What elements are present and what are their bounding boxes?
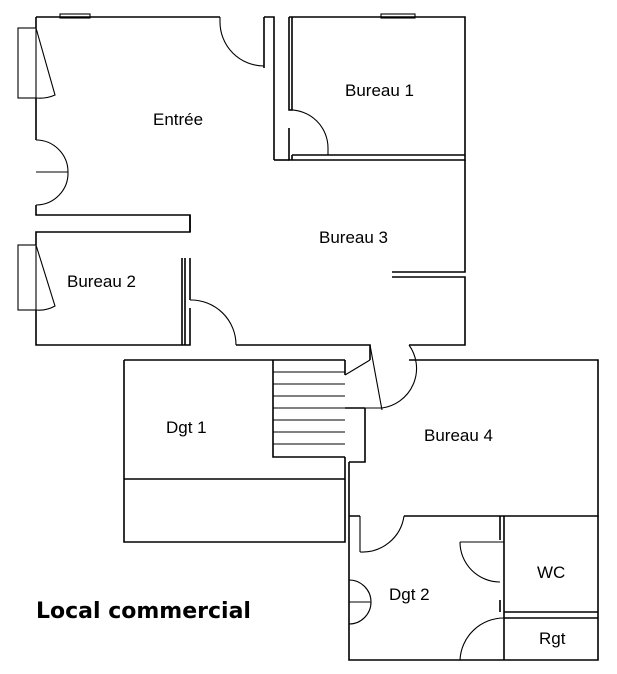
wall-entree-right [263, 16, 275, 160]
doors [35, 17, 505, 661]
door-bureau3-bureau4 [369, 344, 418, 411]
window-top-bureau1 [380, 13, 416, 19]
room-label-bureau3: Bureau 3 [319, 228, 388, 247]
room-label-bureau4: Bureau 4 [424, 426, 493, 445]
windows [17, 13, 416, 311]
door-dgt1-frame [344, 359, 382, 409]
room-label-dgt1: Dgt 1 [166, 418, 207, 437]
door-rgt [459, 617, 505, 661]
room-label-dgt2: Dgt 2 [389, 585, 430, 604]
wall-bureau2-right [181, 258, 191, 345]
wall-bureau3-bottom [236, 344, 371, 360]
staircase [273, 371, 345, 445]
window-left-bureau2 [17, 244, 37, 311]
room-label-bureau1: Bureau 1 [345, 81, 414, 100]
door-dgt2-left [348, 579, 372, 625]
plan-title: Local commercial [36, 599, 251, 624]
wall-bureau1-bottom-inner [291, 154, 465, 160]
wall-bureau4 [345, 359, 599, 517]
window-leaf-bureau2 [35, 244, 56, 311]
room-label-bureau2: Bureau 2 [67, 272, 136, 291]
door-bureau4-bottom [359, 515, 405, 553]
wall-dgt2-wc-rgt [348, 516, 599, 661]
room-label-entree: Entrée [153, 110, 203, 129]
room-label-rgt: Rgt [539, 629, 566, 648]
door-bureau2 [189, 299, 237, 346]
window-top-entree [59, 13, 91, 19]
door-bureau1 [288, 109, 329, 155]
door-entree-left [35, 139, 69, 206]
wall-dgt1 [123, 359, 346, 543]
door-entree-top [219, 17, 265, 67]
room-label-wc: WC [537, 563, 565, 582]
walls [35, 16, 599, 661]
stair-steps [273, 371, 345, 445]
window-leaf-entree [35, 27, 56, 99]
wall-left [35, 17, 191, 346]
door-wc [459, 541, 504, 583]
window-left-entree [17, 27, 37, 99]
wall-bureau3-right [392, 160, 466, 346]
